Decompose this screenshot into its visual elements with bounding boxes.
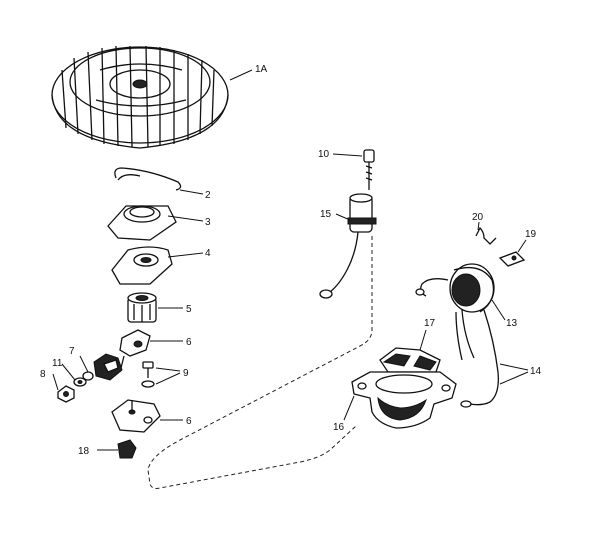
label-17: 17	[424, 318, 436, 329]
label-1a: 1A	[255, 64, 268, 75]
label-6-lower: 6	[186, 416, 192, 427]
cover-plate	[111, 246, 173, 285]
flywheel	[51, 45, 229, 149]
label-6-upper: 6	[186, 337, 192, 348]
screws	[141, 361, 155, 388]
magneto-housing	[351, 371, 457, 429]
label-15: 15	[320, 209, 332, 220]
spring-20	[475, 226, 497, 245]
label-5: 5	[186, 304, 192, 315]
stud	[363, 149, 375, 190]
label-4: 4	[205, 248, 211, 259]
point-set	[93, 353, 123, 381]
label-11: 11	[52, 358, 63, 369]
label-13: 13	[506, 318, 518, 329]
breaker-base-plate	[111, 399, 161, 433]
small-block	[117, 439, 137, 459]
ignition-coil	[415, 263, 495, 313]
label-9: 9	[183, 368, 189, 379]
label-18: 18	[78, 446, 90, 457]
leader-lines	[52, 69, 529, 451]
label-3: 3	[205, 217, 211, 228]
label-10: 10	[318, 149, 330, 160]
ground-wire-dashed	[147, 236, 373, 489]
breaker-arm	[119, 329, 151, 373]
label-16: 16	[333, 422, 345, 433]
label-7: 7	[69, 346, 75, 357]
cam-sleeve	[127, 292, 157, 323]
clip-19	[498, 251, 526, 267]
coil-mount-bracket	[379, 347, 441, 373]
label-2: 2	[205, 190, 211, 201]
coil-leads	[455, 309, 499, 408]
nut-washer	[57, 371, 94, 403]
label-20: 20	[472, 212, 484, 223]
spring-clip	[114, 167, 182, 191]
label-19: 19	[525, 229, 537, 240]
label-14: 14	[530, 366, 542, 377]
adapter-bushing	[107, 205, 177, 241]
label-8: 8	[40, 369, 46, 380]
condenser	[319, 193, 377, 299]
